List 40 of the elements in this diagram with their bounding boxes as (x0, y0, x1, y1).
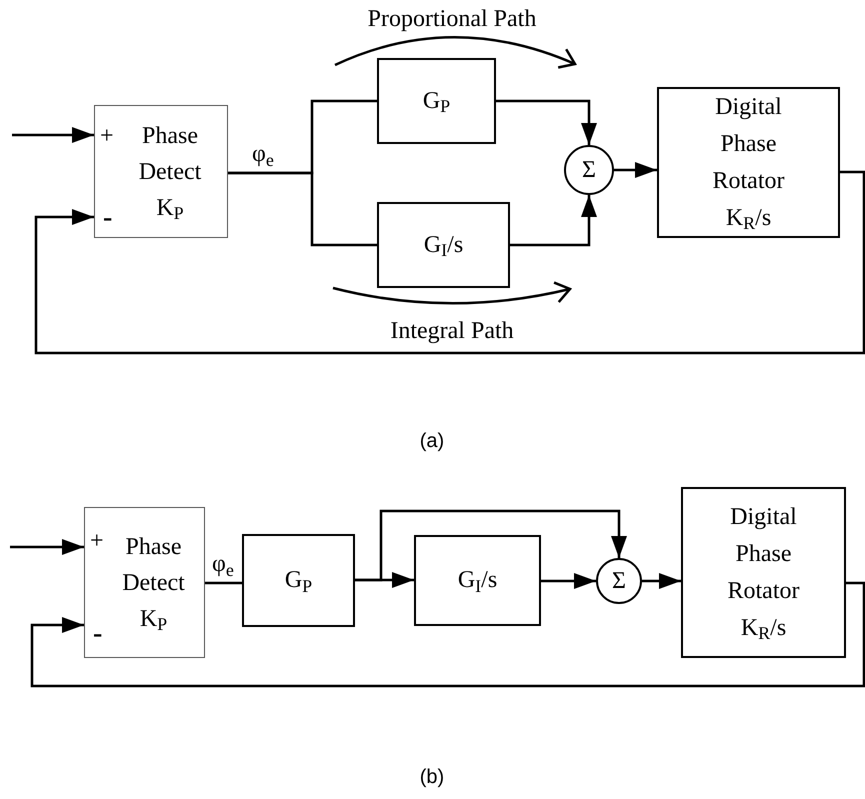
summing-junction (564, 145, 614, 195)
arrow (12, 127, 94, 143)
path-label: Proportional Path (368, 5, 536, 34)
sigma-symbol: Σ (582, 158, 596, 182)
arrow (355, 510, 627, 582)
block-box (242, 534, 355, 627)
arrow (496, 100, 597, 145)
subfigure-label: (a) (420, 429, 444, 454)
phase-detector-box (94, 105, 228, 238)
arrow (642, 573, 681, 589)
subfigure-label: (b) (420, 765, 444, 790)
box-label: Phase Detect K$_{P}$ (138, 122, 202, 225)
box-label: Digital Phase Rotator K$_{R}$/s (712, 92, 786, 235)
box-label: G$_{I}$/s (424, 230, 464, 262)
box-label: G$_{P}$ (284, 566, 312, 598)
arrow (10, 539, 84, 555)
plus-sign: + (90, 527, 104, 556)
path-label: Integral Path (390, 317, 514, 346)
box-label: Phase Detect K$_{P}$ (121, 532, 186, 636)
arrow (541, 573, 596, 589)
box-label: Digital Phase Rotator K$_{R}$/s (726, 502, 800, 645)
arrow (614, 162, 657, 178)
block-box (377, 202, 510, 288)
phase-detector-box (84, 507, 205, 658)
arrow (510, 195, 597, 246)
summing-junction (596, 558, 642, 604)
box-label: G$_{I}$/s (458, 566, 498, 598)
plus-sign: + (100, 122, 114, 151)
connector-line (228, 172, 377, 246)
arrow (34, 170, 865, 354)
arrow (30, 582, 865, 688)
minus-sign: - (103, 203, 112, 233)
sigma-symbol: Σ (612, 569, 626, 593)
connector-line (205, 582, 242, 584)
block-box (377, 58, 496, 144)
box-label: G$_{P}$ (422, 86, 450, 118)
minus-sign: - (93, 619, 102, 649)
block-box (681, 487, 846, 658)
block-box (414, 535, 541, 626)
block-box (657, 87, 840, 238)
